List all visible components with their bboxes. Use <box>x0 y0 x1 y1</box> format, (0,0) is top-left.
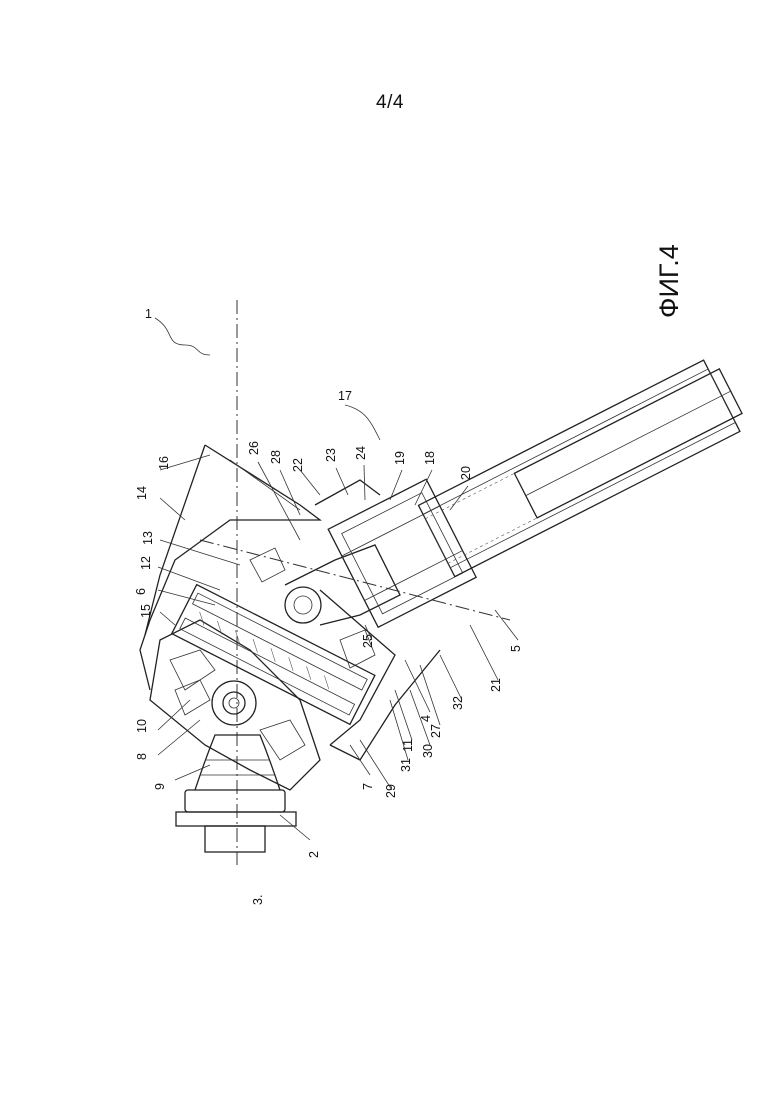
ref-16: 16 <box>157 456 171 470</box>
lower-joint <box>150 620 320 790</box>
leader-17 <box>345 405 380 440</box>
ref-29: 29 <box>384 784 398 798</box>
ref-28: 28 <box>269 450 283 464</box>
ref-15: 15 <box>139 604 153 618</box>
ref-10: 10 <box>135 719 149 733</box>
ref-2: 2 <box>307 851 321 858</box>
ref-20: 20 <box>459 466 473 480</box>
ref-8: 8 <box>135 753 149 760</box>
ref-32: 32 <box>451 696 465 710</box>
ref-19: 19 <box>393 451 407 465</box>
reference-numerals: 1 2 3. 4 5 6 7 8 9 10 11 12 13 14 15 16 … <box>134 307 523 905</box>
ref-25: 25 <box>361 634 375 648</box>
ref-27: 27 <box>429 724 443 738</box>
ref-9: 9 <box>153 783 167 790</box>
leader-1 <box>155 318 210 355</box>
ref-3: 3. <box>251 895 265 905</box>
ref-31: 31 <box>399 758 413 772</box>
hub-flange <box>176 735 296 852</box>
ref-5: 5 <box>509 645 523 652</box>
ref-14: 14 <box>135 486 149 500</box>
ref-12: 12 <box>139 556 153 570</box>
ref-11: 11 <box>401 739 415 752</box>
ref-21: 21 <box>489 678 503 692</box>
ref-23: 23 <box>324 448 338 462</box>
ref-7: 7 <box>361 783 375 790</box>
reference-leaders <box>158 455 518 840</box>
ref-1: 1 <box>145 307 152 321</box>
ref-18: 18 <box>423 451 437 465</box>
ref-26: 26 <box>247 441 261 455</box>
ref-22: 22 <box>291 458 305 472</box>
ref-30: 30 <box>421 744 435 758</box>
central-disk <box>172 585 375 725</box>
coupling-box <box>328 479 476 627</box>
ref-17: 17 <box>338 389 352 403</box>
ref-6: 6 <box>134 588 148 595</box>
ref-13: 13 <box>141 531 155 545</box>
ref-24: 24 <box>354 446 368 460</box>
